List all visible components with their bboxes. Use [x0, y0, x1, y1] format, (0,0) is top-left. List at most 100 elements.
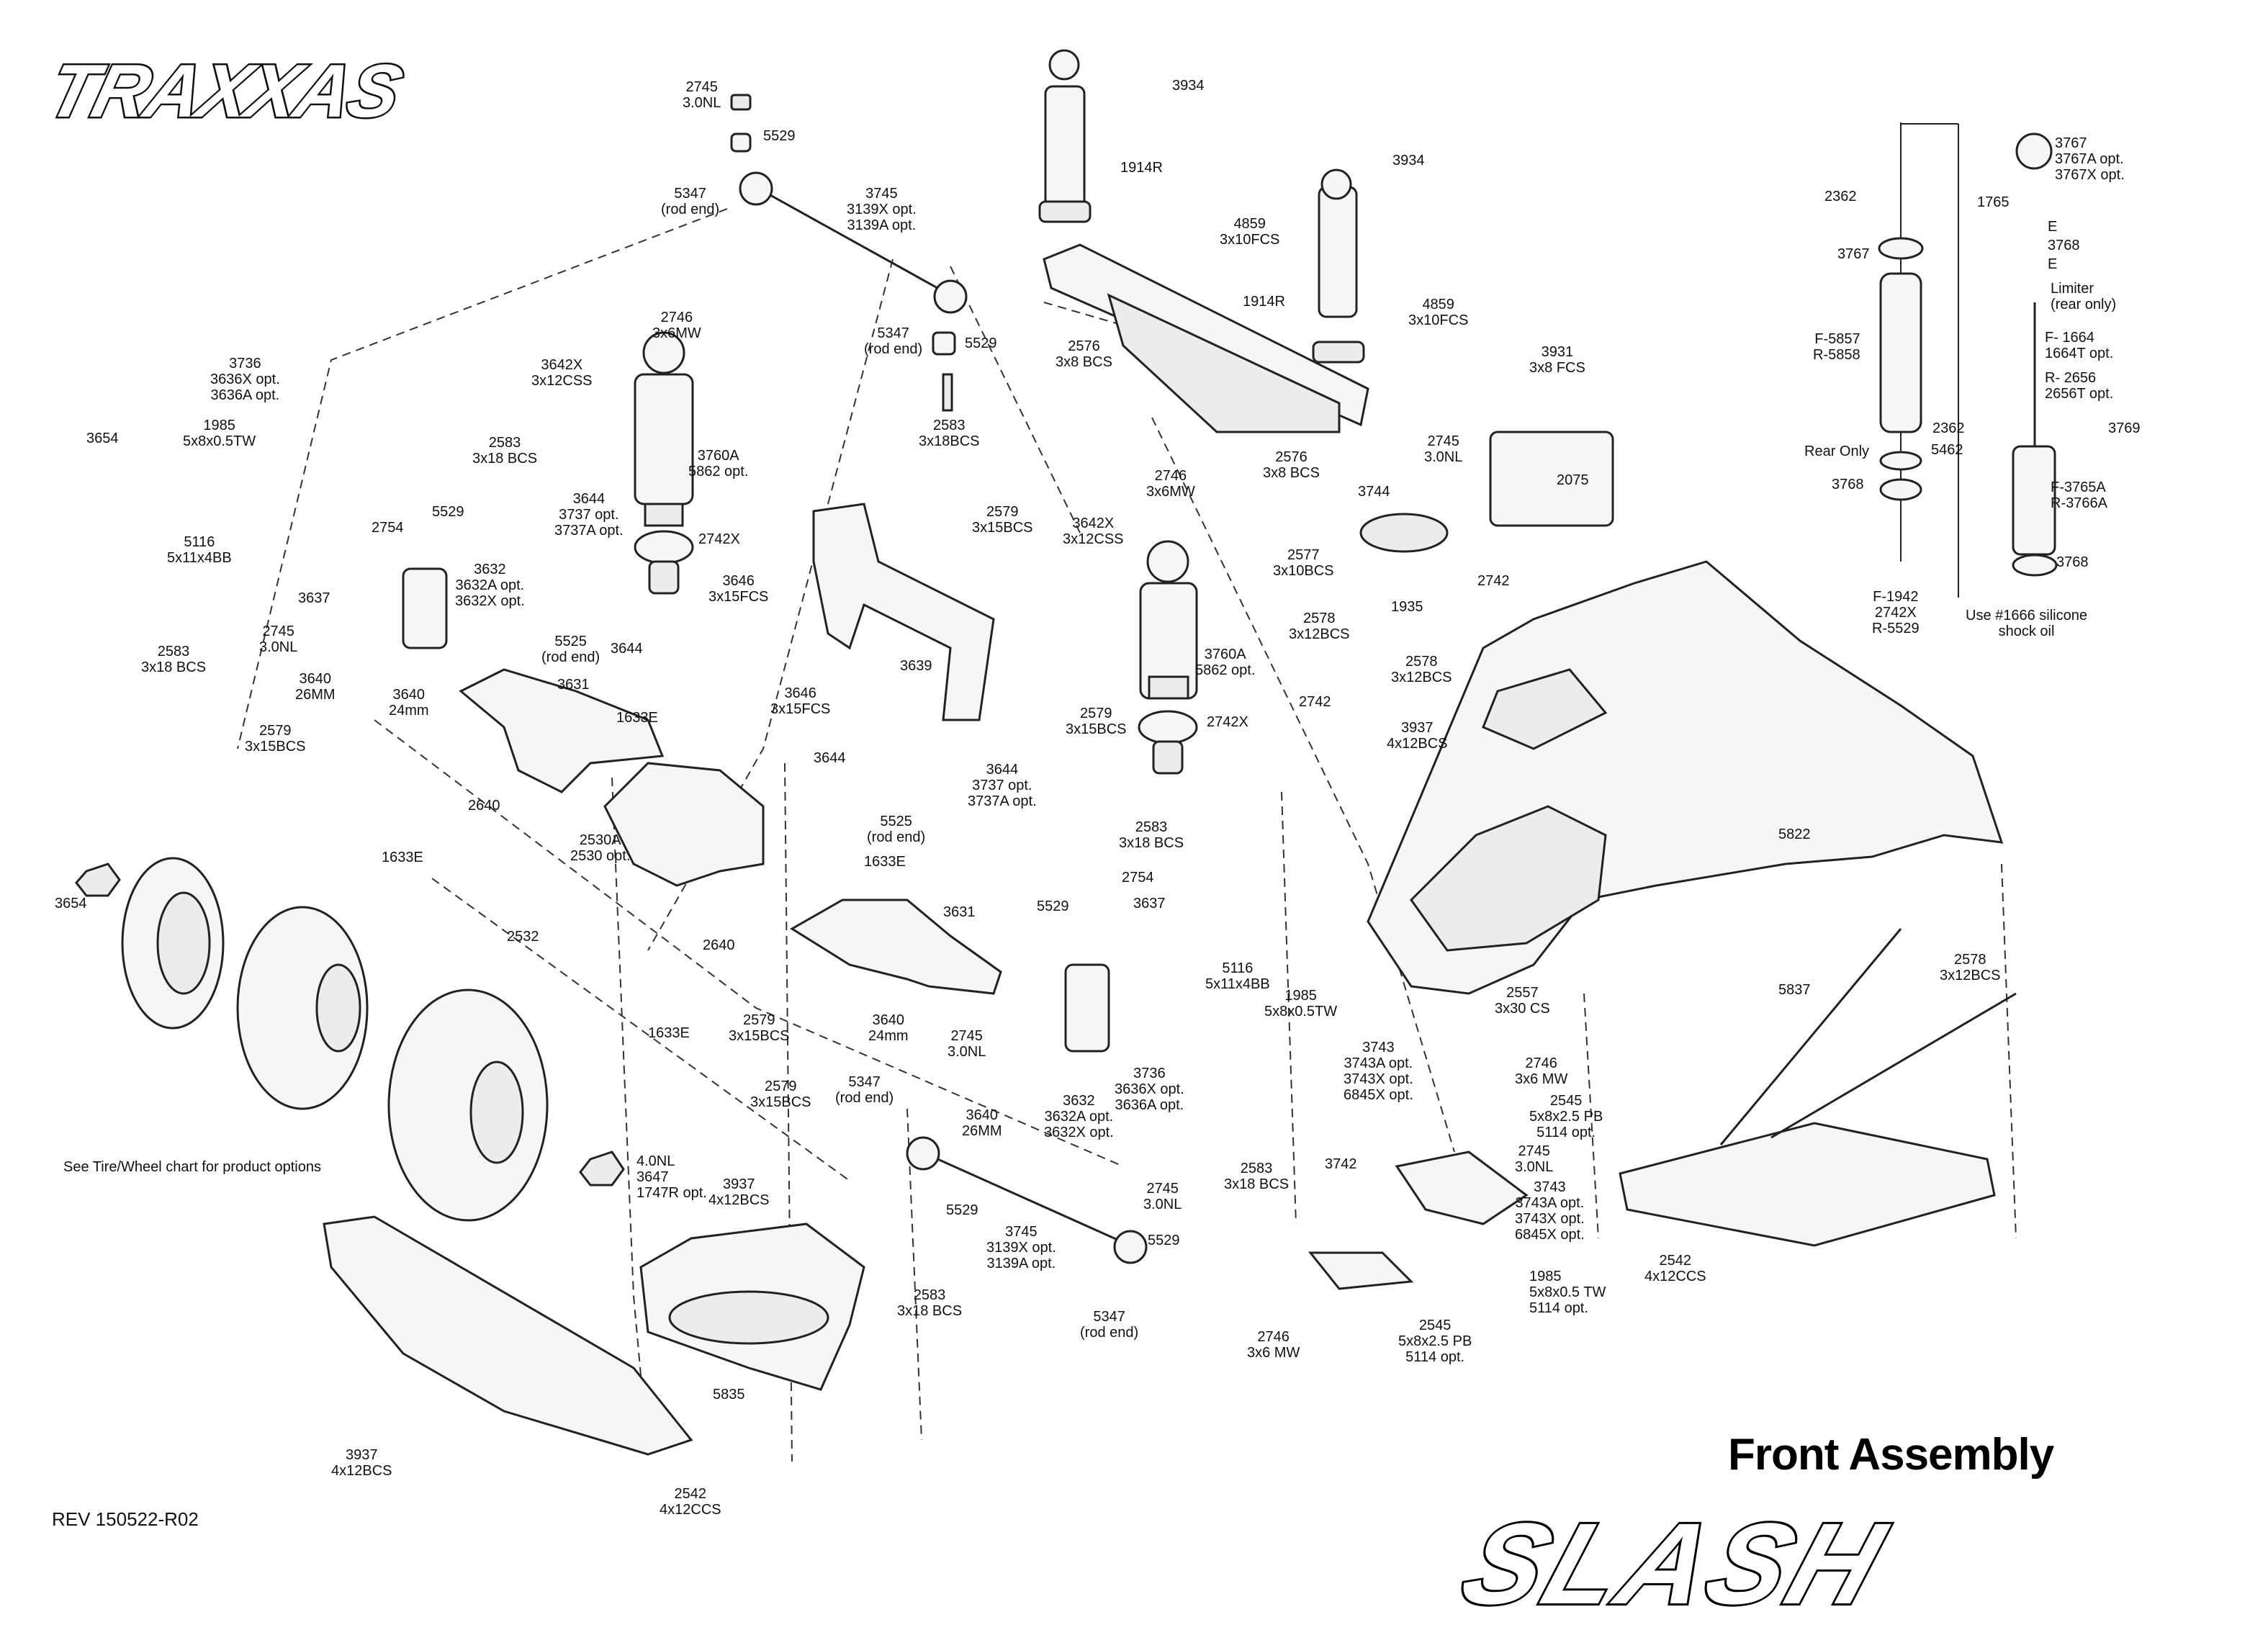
- part-label-3632: 3632 3632A opt. 3632X opt.: [1044, 1093, 1114, 1140]
- upper-tie-rod: [730, 94, 968, 412]
- part-label-2745: 2745 3.0NL: [1515, 1143, 1554, 1175]
- part-label-3931: 3931 3x8 FCS: [1529, 344, 1585, 376]
- part-label-F-1664: F- 1664 1664T opt.: [2045, 330, 2114, 361]
- part-label-3644: 3644 3737 opt. 3737A opt.: [554, 491, 624, 539]
- part-label-3743: 3743 3743A opt. 3743X opt. 6845X opt.: [1515, 1179, 1585, 1243]
- part-label-1633E: 1633E: [616, 710, 658, 726]
- part-label-5525: 5525 (rod end): [867, 814, 926, 845]
- part-label-5529: 5529: [432, 504, 464, 520]
- part-label-1633E: 1633E: [382, 850, 423, 865]
- part-label-E: E: [2048, 219, 2058, 235]
- shock-oil-note: Use #1666 silicone shock oil: [1966, 608, 2087, 639]
- front-bumper: [323, 1215, 693, 1456]
- chassis: [1367, 560, 2004, 995]
- part-label-3768: 3768: [2048, 238, 2080, 253]
- part-label-1985: 1985 5x8x0.5 TW 5114 opt.: [1529, 1269, 1606, 1316]
- part-label-5347: 5347 (rod end): [835, 1074, 894, 1106]
- part-label-1765: 1765: [1977, 194, 2010, 210]
- part-label-4.0NL: 4.0NL 3647 1747R opt.: [636, 1153, 707, 1201]
- part-label-F-3765A: F-3765A R-3766A: [2051, 479, 2107, 511]
- part-label-5347: 5347 (rod end): [1080, 1309, 1139, 1341]
- part-label-E: E: [2048, 256, 2058, 272]
- part-label-rear-only: Rear Only: [1804, 443, 1870, 459]
- part-label-3743: 3743 3743A opt. 3743X opt. 6845X opt.: [1344, 1040, 1413, 1103]
- tire-wheel-note: See Tire/Wheel chart for product options: [63, 1159, 321, 1175]
- part-label-R-2656: R- 2656 2656T opt.: [2045, 370, 2114, 402]
- part-label-3760A: 3760A 5862 opt.: [688, 448, 749, 479]
- part-label-2745: 2745 3.0NL: [1143, 1181, 1182, 1212]
- part-label-1935: 1935: [1391, 599, 1423, 615]
- part-label-2579: 2579 3x15BCS: [1066, 706, 1127, 737]
- part-label-3640: 3640 26MM: [295, 671, 336, 703]
- suspension-arm-right: [790, 899, 1002, 995]
- part-label-2578: 2578 3x12BCS: [1289, 611, 1350, 642]
- part-label-2583: 2583 3x18 BCS: [897, 1287, 963, 1319]
- part-label-5529: 5529: [1037, 899, 1069, 914]
- part-label-2532: 2532: [507, 929, 539, 945]
- part-label-2746: 2746 3x6 MW: [1247, 1329, 1300, 1361]
- part-label-3654: 3654: [86, 431, 119, 446]
- part-label-4859: 4859 3x10FCS: [1220, 216, 1280, 248]
- lower-tie-rod: [906, 1136, 1148, 1264]
- part-label-2583: 2583 3x18 BCS: [141, 644, 207, 675]
- part-label-3644: 3644: [814, 750, 846, 766]
- part-label-3736: 3736 3636X opt. 3636A opt.: [1115, 1066, 1184, 1113]
- part-label-3631: 3631: [557, 677, 590, 693]
- part-label-3767: 3767 3767A opt. 3767X opt.: [2055, 135, 2125, 183]
- part-label-3937: 3937 4x12BCS: [1387, 720, 1448, 752]
- part-label-3639: 3639: [900, 658, 932, 674]
- part-label-2754: 2754: [372, 520, 404, 536]
- part-label-2745: 2745 3.0NL: [1424, 433, 1463, 465]
- revision-code: REV 150522-R02: [52, 1508, 199, 1530]
- part-label-3745: 3745 3139X opt. 3139A opt.: [847, 186, 917, 233]
- part-label-2530A: 2530A 2530 opt.: [570, 832, 631, 864]
- part-label-2545: 2545 5x8x2.5 PB 5114 opt.: [1529, 1093, 1603, 1140]
- part-label-5347: 5347 (rod end): [864, 325, 923, 357]
- part-label-2746: 2746 3x6 MW: [1515, 1055, 1568, 1087]
- page-title: Front Assembly: [1728, 1430, 2054, 1480]
- part-label-2577: 2577 3x10BCS: [1273, 547, 1334, 579]
- part-label-2579: 2579 3x15BCS: [245, 723, 306, 755]
- part-label-2583: 2583 3x18 BCS: [1224, 1161, 1290, 1192]
- part-label-F-5857: F-5857 R-5858: [1813, 331, 1860, 363]
- part-label-2557: 2557 3x30 CS: [1495, 985, 1550, 1017]
- part-label-2576: 2576 3x8 BCS: [1056, 338, 1112, 370]
- part-label-3646: 3646 3x15FCS: [770, 685, 831, 717]
- part-label-3640: 3640 24mm: [868, 1012, 909, 1044]
- part-label-5462: 5462: [1931, 442, 1963, 458]
- front-bulkhead: [603, 762, 765, 887]
- part-label-2742X: 2742X: [698, 531, 740, 547]
- part-label-5525: 5525 (rod end): [541, 634, 600, 665]
- part-label-2640: 2640: [703, 937, 735, 953]
- part-label-2579: 2579 3x15BCS: [972, 504, 1033, 536]
- part-label-3642X: 3642X 3x12CSS: [531, 357, 593, 389]
- part-label-2576: 2576 3x8 BCS: [1263, 449, 1320, 481]
- part-label-1914R: 1914R: [1120, 160, 1163, 176]
- part-label-1914R: 1914R: [1243, 294, 1285, 310]
- part-label-2746: 2746 3x6MW: [1146, 468, 1195, 500]
- part-label-3637: 3637: [1133, 896, 1166, 911]
- part-label-5529: 5529: [763, 128, 796, 144]
- part-label-3632: 3632 3632A opt. 3632X opt.: [455, 562, 525, 609]
- part-label-3736: 3736 3636X opt. 3636A opt.: [210, 356, 280, 403]
- part-label-3760A: 3760A 5862 opt.: [1195, 647, 1256, 678]
- part-label-2579: 2579 3x15BCS: [729, 1012, 790, 1044]
- shock-exploded-parts: [1878, 122, 2058, 598]
- wheel-and-tire: [75, 857, 625, 1222]
- part-label-2640: 2640: [468, 798, 500, 814]
- part-label-3637: 3637: [298, 590, 330, 606]
- part-label-F-1942: F-1942 2742X R-5529: [1872, 589, 1920, 636]
- part-label-5837: 5837: [1778, 982, 1811, 998]
- part-label-3937: 3937 4x12BCS: [708, 1176, 770, 1208]
- part-label-3934: 3934: [1172, 78, 1205, 94]
- part-label-2545: 2545 5x8x2.5 PB 5114 opt.: [1398, 1318, 1472, 1365]
- part-label-2579: 2579 3x15BCS: [750, 1079, 811, 1110]
- part-label-4859: 4859 3x10FCS: [1408, 297, 1469, 328]
- part-label-5529: 5529: [1148, 1233, 1180, 1248]
- shock-tower: [812, 503, 995, 721]
- part-label-1985: 1985 5x8x0.5TW: [1264, 988, 1338, 1019]
- part-label-2542: 2542 4x12CCS: [660, 1486, 721, 1518]
- part-label-2075: 2075: [1557, 472, 1589, 488]
